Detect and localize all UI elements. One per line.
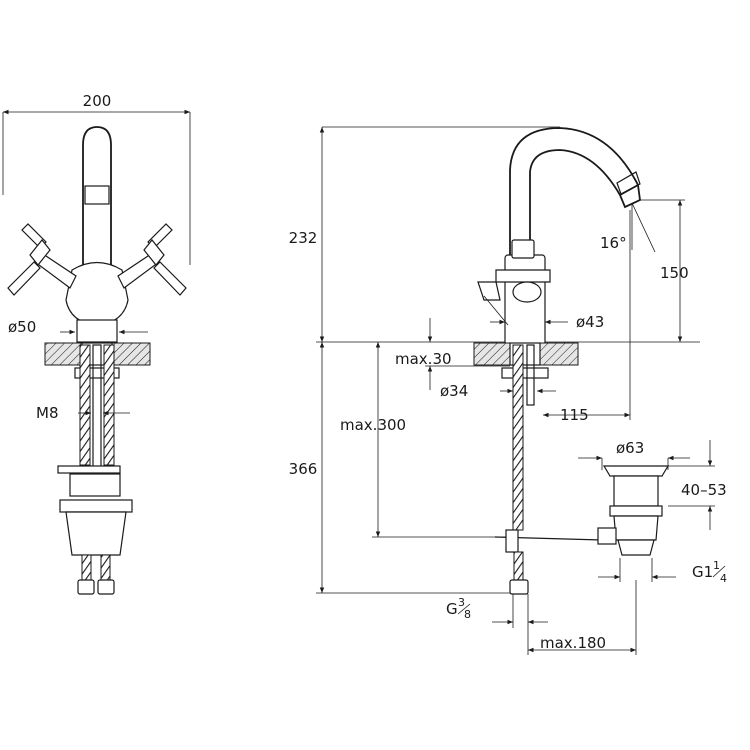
dim-g38-G: G — [446, 600, 458, 618]
dim-g114-den: 4 — [720, 572, 727, 585]
waste-body-mid — [613, 515, 659, 541]
left-handle-bottom — [7, 261, 41, 296]
spout-aerator-side — [616, 171, 641, 195]
handle-bar-side — [495, 269, 551, 283]
front-view: 200 ø50 M8 — [2, 92, 191, 595]
hose-end-left-front — [81, 554, 92, 581]
spout-outer-curve — [509, 127, 639, 255]
waste-body-upper — [613, 475, 659, 507]
hose-fitting-left-front — [77, 579, 95, 595]
waste-nut — [609, 505, 663, 517]
dim-m8-label: M8 — [36, 404, 59, 422]
waste-body-lower — [617, 539, 655, 556]
spout-aerator — [84, 185, 110, 205]
hose-side — [512, 344, 524, 531]
hose-right-front — [103, 344, 115, 466]
dim-max180-label: max.180 — [540, 634, 606, 652]
handle-hub-top — [511, 239, 535, 259]
dim-g38-den: 8 — [464, 608, 471, 621]
body-base-front — [76, 319, 118, 343]
angle-line — [631, 202, 656, 253]
dim-max30-label: max.30 — [395, 350, 452, 368]
spout-tip — [618, 183, 641, 209]
right-handle-bottom — [153, 261, 187, 296]
fraction-slash-g38 — [457, 603, 471, 615]
dim-232-label: 232 — [289, 229, 318, 247]
nut-plate-front — [74, 367, 120, 379]
lower-bracket-front — [65, 511, 127, 556]
fraction-slash-g114 — [712, 565, 726, 578]
hose-end-right-front — [100, 554, 111, 581]
fixing-plate-front — [57, 465, 121, 474]
rod-side — [526, 344, 535, 406]
dim-4053-label: 40–53 — [681, 481, 727, 499]
dim-150-label: 150 — [660, 264, 689, 282]
mixer-body-front — [65, 261, 129, 327]
hose-fitting-right-front — [97, 579, 115, 595]
dim-d50-label: ø50 — [8, 318, 36, 336]
spout-inner-curve — [529, 149, 621, 255]
dim-366-label: 366 — [289, 460, 318, 478]
dim-d63-label: ø63 — [616, 439, 644, 457]
waste-rod-connector — [597, 527, 617, 545]
dim-angle-label: 16° — [600, 234, 627, 252]
dim-max300-label: max.300 — [340, 416, 406, 434]
dim-g38-num: 3 — [458, 596, 465, 609]
waste-view: ø63 40–53 G1 1 4 — [578, 439, 727, 585]
left-handle-hub — [29, 239, 51, 266]
dim-115-label: 115 — [560, 406, 589, 424]
dim-g114-G1: G1 — [692, 563, 713, 581]
hose-left-front — [79, 344, 91, 466]
pop-up-lever — [477, 281, 501, 301]
fixing-block-front — [69, 473, 121, 497]
right-handle-hub — [143, 239, 165, 266]
handle-knob-side — [512, 281, 542, 303]
waste-plug — [602, 465, 670, 477]
rod-clamp — [505, 529, 519, 553]
dim-g114-num: 1 — [713, 559, 720, 572]
spout-front — [82, 126, 112, 275]
dim-d43-label: ø43 — [576, 313, 604, 331]
lower-nut-front — [59, 499, 133, 513]
dim-d34-label: ø34 — [440, 382, 468, 400]
hose-end-side — [513, 551, 524, 581]
side-view: 232 16° 150 ø43 max.30 — [289, 126, 700, 655]
hose-fitting-side — [509, 579, 529, 595]
dim-width-label: 200 — [83, 92, 112, 110]
nut-plate-side — [501, 367, 549, 379]
